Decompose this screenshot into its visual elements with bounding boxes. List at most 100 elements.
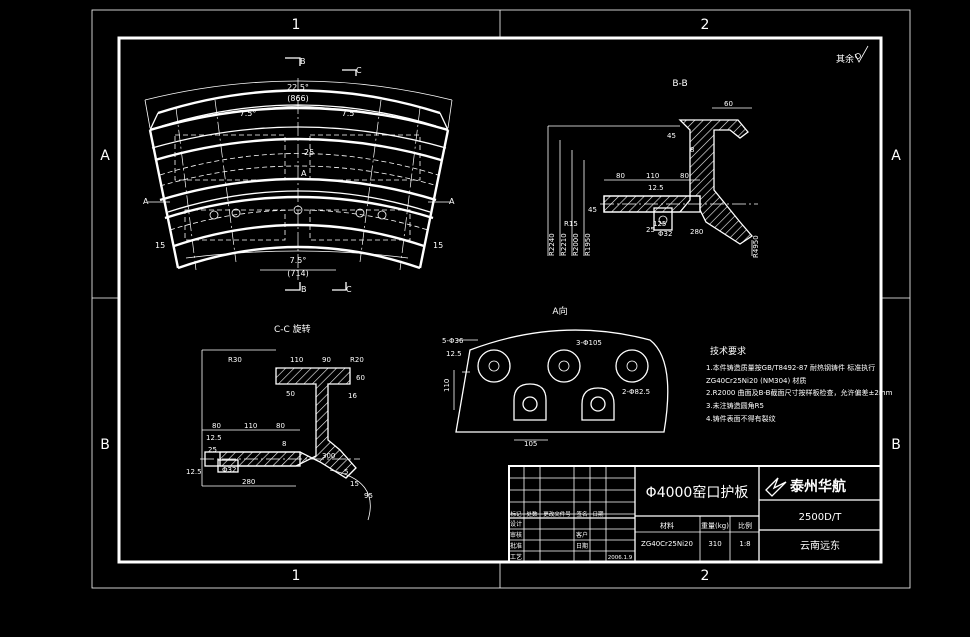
dim-bottom-angle: 7.5° [290,256,307,265]
rev-header-date: 日期 [592,511,604,518]
section-cc-title: C-C 旋转 [274,323,311,335]
customer-name: 云南远东 [800,539,840,552]
sign-rows: 设计 审核 批准 工艺 客户 日期 2006.1.9 [510,520,633,561]
rev-header-doc: 更改文件号 [543,510,571,518]
cc-dim-50: 50 [286,390,295,398]
cut-label-b-top: B [300,57,306,66]
dim-15-right: 15 [433,241,443,250]
bb-r4950: R4950 [752,235,760,258]
dim-inner-angle-left: 7.5° [240,109,257,118]
bb-dim-45b: 45 [588,206,597,214]
cut-label-c-bottom: C [346,285,352,294]
cc-dim-80b: 80 [276,422,285,430]
weight-value: 310 [708,540,721,548]
sign-date-label: 日期 [576,542,588,550]
company-name: 泰州华航 [789,478,846,495]
sign-process: 工艺 [510,553,522,561]
cc-dim-r30: R30 [228,356,242,364]
roughness-label: 其余 [836,53,854,65]
front-view [144,57,453,291]
title-block [508,465,882,563]
section-bb [547,107,758,256]
dim-25: 25 [304,148,314,157]
cc-dim-12-5: 12.5 [206,434,222,442]
cc-dim-90: 90 [322,356,331,364]
sheet-frame [91,9,911,589]
cc-dim-110b: 110 [244,422,257,430]
bb-dim-110: 110 [646,172,659,180]
bb-dim-phi32: Φ32 [658,230,672,238]
cc-dim-280: 280 [242,478,255,486]
col-scale: 比例 [738,521,752,530]
company-logo: 泰州华航 [765,477,846,497]
drawing-number: 2500D/T [799,512,843,523]
sign-date: 2006.1.9 [608,555,633,561]
bb-dim-80b: 80 [680,172,689,180]
rev-header-count: 处数 [526,510,538,518]
roughness-symbol: 其余 [836,45,869,65]
dim-15-left: 15 [155,241,165,250]
zone-right-a: A [891,148,901,164]
zone-top-1: 1 [292,17,301,33]
sign-review: 审核 [510,531,522,539]
cut-label-c-top: C [356,66,362,75]
cc-dim-80: 80 [212,422,221,430]
col-material: 材料 [660,521,674,530]
cc-dim-16: 16 [348,392,357,400]
scale-value: 1:8 [739,540,750,548]
view-a-labels: A向 5-Φ36 12.5 3-Φ105 110 2-Φ82.5 105 [442,305,650,448]
title-block-text: Φ4000窑口护板 泰州华航 2500D/T 云南远东 材料 重量(kg) 比例… [510,477,846,561]
revision-headers: 标记 处数 更改文件号 签名 日期 [510,510,604,518]
section-cc-labels: C-C 旋转 R30 110 90 R20 60 50 16 8 80 110 … [186,323,373,500]
cc-dim-phi32: Φ32 [222,466,236,474]
tech-title: 技术要求 [710,345,746,357]
zone-bottom-2: 2 [701,568,710,584]
va-dim-105: 105 [524,440,537,448]
bb-dim-280: 280 [690,228,703,236]
bb-dim-r15: R15 [564,220,578,228]
material-value: ZG40Cr25Ni20 [641,540,693,548]
zone-bottom-1: 1 [292,568,301,584]
zone-labels: 1 2 1 2 A B A B [100,17,901,584]
rev-header-mark: 标记 [510,510,522,518]
cc-dim-60: 60 [356,374,365,382]
cut-label-b-bottom: B [301,285,307,294]
section-bb-title: B-B [672,79,687,89]
bb-r2000: R2000 [572,233,580,256]
va-dim-110: 110 [443,379,451,392]
section-cc [200,349,371,521]
cc-dim-25: 25 [208,446,217,454]
view-a-mark: A [301,169,307,178]
tech-line-2: ZG40Cr25Ni20 (NM304) 材质 [706,376,806,385]
cc-dim-300: 300 [322,452,335,460]
va-dim-5phi: 5-Φ36 [442,337,464,345]
sign-customer: 客户 [576,531,588,539]
cc-dim-8: 8 [282,440,286,448]
cc-dim-5: 5 [344,468,348,476]
bb-dim-8: 8 [690,146,694,154]
cc-dim-15: 15 [350,480,359,488]
bb-r2210: R2210 [560,233,568,256]
dim-bottom-chord: (714) [287,269,309,278]
bb-dim-12-5: 12.5 [648,184,664,192]
tech-line-5: 4.铸件表面不得有裂纹 [706,414,776,423]
cc-dim-12-5b: 12.5 [186,468,202,476]
cc-dim-110: 110 [290,356,303,364]
view-a-title: A向 [552,305,567,317]
section-bb-labels: B-B 60 45 8 80 110 80 12.5 45 R15 125 25… [548,79,760,258]
cc-dim-95: 95 [364,492,373,500]
dim-top-angle: 22.5° [287,83,309,92]
bb-dim-25: 25 [646,226,655,234]
va-dim-2phi: 2-Φ82.5 [622,388,650,396]
bb-dim-45: 45 [667,132,676,140]
zone-top-2: 2 [701,17,710,33]
bb-r1950: R1950 [584,233,592,256]
va-dim-12-5: 12.5 [446,350,462,358]
dim-inner-angle-right: 7.5° [342,109,359,118]
sign-approve: 批准 [510,542,522,550]
bb-dim-125: 125 [653,220,666,228]
mark-a-right: A [449,197,455,206]
mark-a-left: A [143,197,149,206]
tech-line-1: 1.本件铸造质量按GB/T8492-87 耐热钢铸件 标准执行 [706,363,875,372]
